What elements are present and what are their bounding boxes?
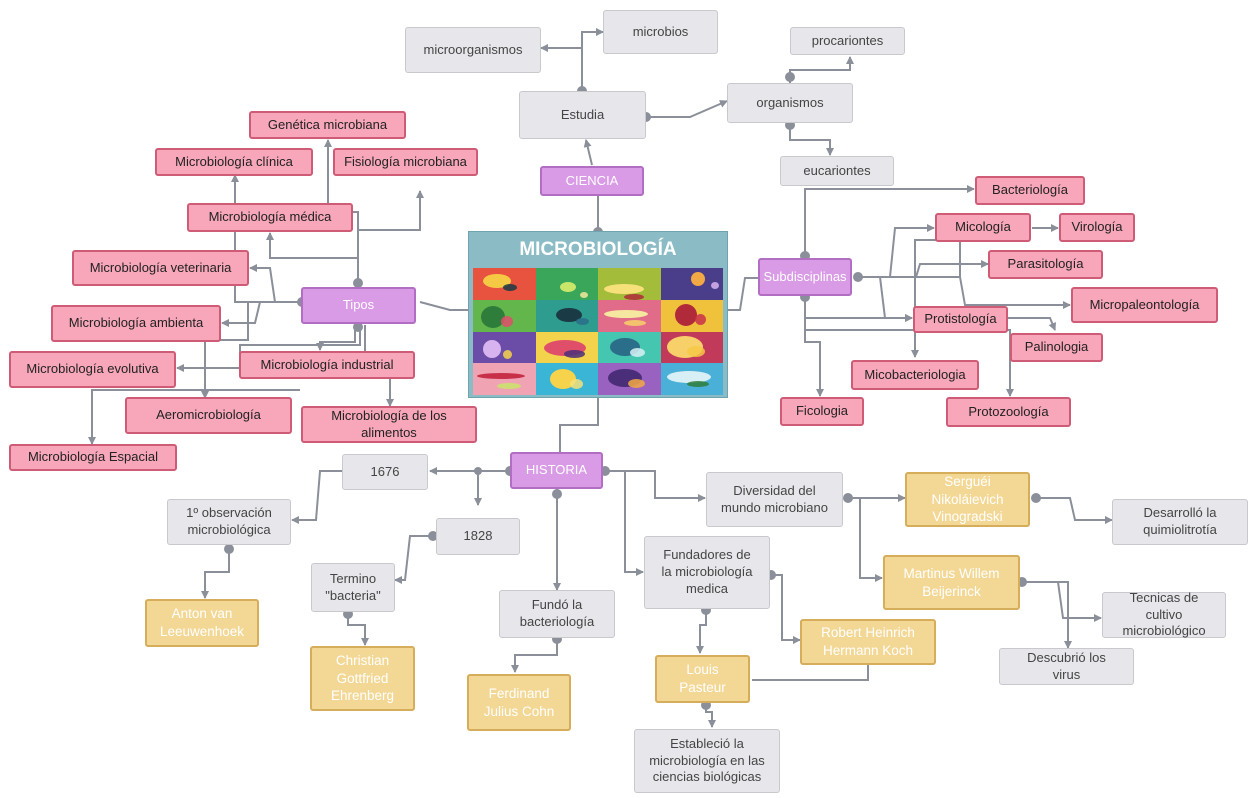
microbe-shape <box>694 313 706 325</box>
microbe-tile <box>660 331 723 364</box>
node-ehrenberg[interactable]: Christian Gottfried Ehrenberg <box>310 646 415 711</box>
node-procariontes[interactable]: procariontes <box>790 27 905 55</box>
microbe-shape <box>477 373 525 380</box>
node-fundo-bacteriologia[interactable]: Fundó la bacteriología <box>499 590 615 638</box>
microbe-tile <box>598 331 661 364</box>
microbe-shape <box>624 294 644 300</box>
microbe-shape <box>674 303 697 326</box>
node-microbiologia-medica[interactable]: Microbiología médica <box>187 203 353 232</box>
microbe-tile <box>598 363 661 395</box>
microbe-shape <box>555 307 582 322</box>
microbe-shape <box>690 272 705 286</box>
node-year-1676[interactable]: 1676 <box>342 454 428 490</box>
microbe-shape <box>501 315 513 327</box>
node-protozoologia[interactable]: Protozoología <box>946 397 1071 427</box>
node-protistologia[interactable]: Protistología <box>913 306 1008 333</box>
node-eucariontes[interactable]: eucariontes <box>780 156 894 186</box>
node-beijerinck[interactable]: Martinus Willem Beijerinck <box>883 555 1020 610</box>
microbe-shape <box>503 284 517 291</box>
node-micropaleontologia[interactable]: Micropaleontología <box>1071 287 1218 323</box>
node-microbiologia-ambienta[interactable]: Microbiología ambienta <box>51 305 221 342</box>
microbe-tile <box>660 268 723 300</box>
central-topic-microbiologia[interactable]: MICROBIOLOGÍA <box>468 231 728 398</box>
node-microbiologia-industrial[interactable]: Microbiología industrial <box>239 351 415 379</box>
microbe-tile <box>535 268 598 300</box>
node-termino-bacteria[interactable]: Termino "bacteria" <box>311 563 395 612</box>
node-establecio[interactable]: Estableció la microbiología en las cienc… <box>634 729 780 793</box>
microbe-shape <box>483 339 501 358</box>
microbe-shape <box>549 369 576 390</box>
microbe-tile <box>660 363 723 395</box>
node-microbiologia-espacial[interactable]: Microbiología Espacial <box>9 444 177 471</box>
microbe-shape <box>481 305 505 328</box>
node-palinologia[interactable]: Palinologia <box>1010 333 1103 362</box>
microbe-shape <box>503 349 512 359</box>
microbe-shape <box>666 371 711 384</box>
node-fisiologia-microbiana[interactable]: Fisiología microbiana <box>333 148 478 176</box>
node-micobacteriologia[interactable]: Micobacteriologia <box>851 360 979 390</box>
node-genetica-microbiana[interactable]: Genética microbiana <box>249 111 406 139</box>
microbe-shape <box>579 292 588 298</box>
microbe-shape <box>497 383 521 390</box>
microbe-shape <box>628 379 645 389</box>
microbe-tile <box>598 268 661 300</box>
microbe-tile <box>598 299 661 332</box>
central-topic-title: MICROBIOLOGÍA <box>519 239 677 260</box>
microbe-tile <box>473 331 536 364</box>
microbe-shape <box>686 345 705 357</box>
node-micologia[interactable]: Micología <box>935 213 1031 242</box>
node-tecnicas[interactable]: Tecnicas de cultivo microbiológico <box>1102 590 1226 638</box>
node-historia[interactable]: HISTORIA <box>510 452 603 489</box>
node-bacteriologia[interactable]: Bacteriología <box>975 176 1085 205</box>
microbe-shape <box>624 319 646 326</box>
microbe-shape <box>630 347 645 357</box>
microbe-tile <box>535 331 598 364</box>
microbe-shape <box>604 284 644 294</box>
node-vinogradski[interactable]: Serguéi Nikoláievich Vinogradski <box>905 472 1030 527</box>
microbe-shape <box>575 317 589 325</box>
node-microbios[interactable]: microbios <box>603 10 718 54</box>
node-cohn[interactable]: Ferdinand Julius Cohn <box>467 674 571 731</box>
node-microbiologia-alimentos[interactable]: Microbiología de los alimentos <box>301 406 477 443</box>
node-descubrio-virus[interactable]: Descubrió los virus <box>999 648 1134 685</box>
microbe-shape <box>710 282 719 289</box>
node-microbiologia-evolutiva[interactable]: Microbiología evolutiva <box>9 351 176 388</box>
node-diversidad[interactable]: Diversidad del mundo microbiano <box>706 472 843 527</box>
node-fundadores[interactable]: Fundadores de la microbiología medica <box>644 536 770 609</box>
microbe-shape <box>686 381 709 388</box>
microbe-tile <box>660 299 723 332</box>
node-aeromicrobiologia[interactable]: Aeromicrobiología <box>125 397 292 434</box>
node-subdisciplinas[interactable]: Subdisciplinas <box>758 258 852 296</box>
node-ficologia[interactable]: Ficologia <box>780 397 864 426</box>
node-ciencia[interactable]: CIENCIA <box>540 166 644 196</box>
node-tipos[interactable]: Tipos <box>301 287 416 324</box>
node-microbiologia-clinica[interactable]: Microbiología clínica <box>155 148 313 176</box>
microbe-tile <box>473 363 536 395</box>
node-parasitologia[interactable]: Parasitología <box>988 250 1103 279</box>
microbe-tile <box>535 299 598 332</box>
node-microorganismos[interactable]: microorganismos <box>405 27 541 73</box>
microbe-shape <box>569 379 583 390</box>
node-estudia[interactable]: Estudia <box>519 91 646 139</box>
node-virologia[interactable]: Virología <box>1059 213 1135 242</box>
node-koch[interactable]: Robert Heinrich Hermann Koch <box>800 619 936 665</box>
node-leeuwenhoek[interactable]: Anton van Leeuwenhoek <box>145 599 259 647</box>
microbe-tile <box>473 268 536 300</box>
microbe-tile <box>535 363 598 395</box>
node-quimiolitrotia[interactable]: Desarrolló la quimiolitrotía <box>1112 499 1248 545</box>
microbe-shape <box>559 282 576 292</box>
node-year-1828[interactable]: 1828 <box>436 518 520 555</box>
node-pasteur[interactable]: Louis Pasteur <box>655 655 750 703</box>
microbe-illustration-grid <box>473 268 723 395</box>
microbe-shape <box>563 349 585 358</box>
node-microbiologia-veterinaria[interactable]: Microbiología veterinaria <box>72 250 249 286</box>
node-primera-observacion[interactable]: 1º observación microbiológica <box>167 499 291 545</box>
microbe-tile <box>473 299 536 332</box>
microbe-shape <box>604 309 648 318</box>
node-organismos[interactable]: organismos <box>727 83 853 123</box>
